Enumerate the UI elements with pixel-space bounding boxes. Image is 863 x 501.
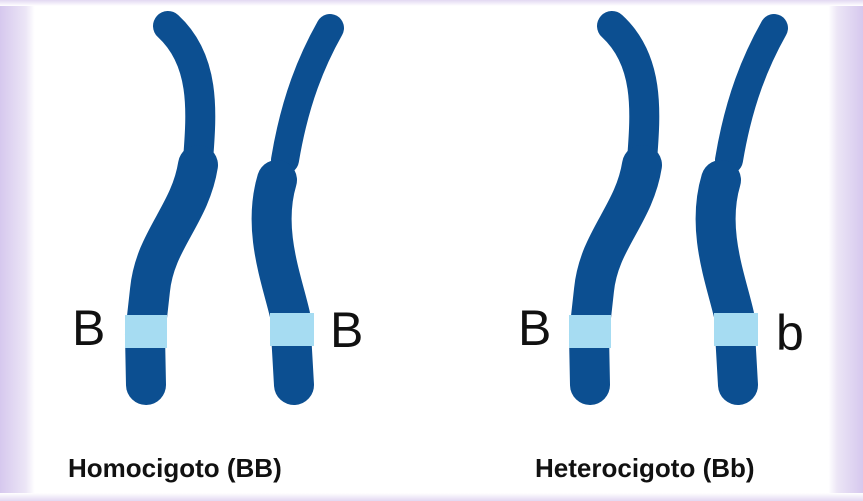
allele-label-homozygous-left: B — [72, 303, 105, 353]
allele-label-heterozygous-left: B — [518, 303, 551, 353]
caption-homozygous: Homocigoto (BB) — [68, 455, 282, 481]
chromosome-right-heterozygous — [714, 28, 774, 385]
allele-label-heterozygous-right: b — [776, 308, 804, 358]
allele-label-homozygous-right: B — [330, 305, 363, 355]
chromosome-right-homozygous — [270, 28, 330, 385]
homozygous-pair — [125, 26, 330, 385]
heterozygous-pair — [569, 26, 774, 385]
chromosome-left-homozygous — [125, 26, 200, 385]
caption-heterozygous: Heterocigoto (Bb) — [535, 455, 755, 481]
chromosome-left-heterozygous — [569, 26, 644, 385]
